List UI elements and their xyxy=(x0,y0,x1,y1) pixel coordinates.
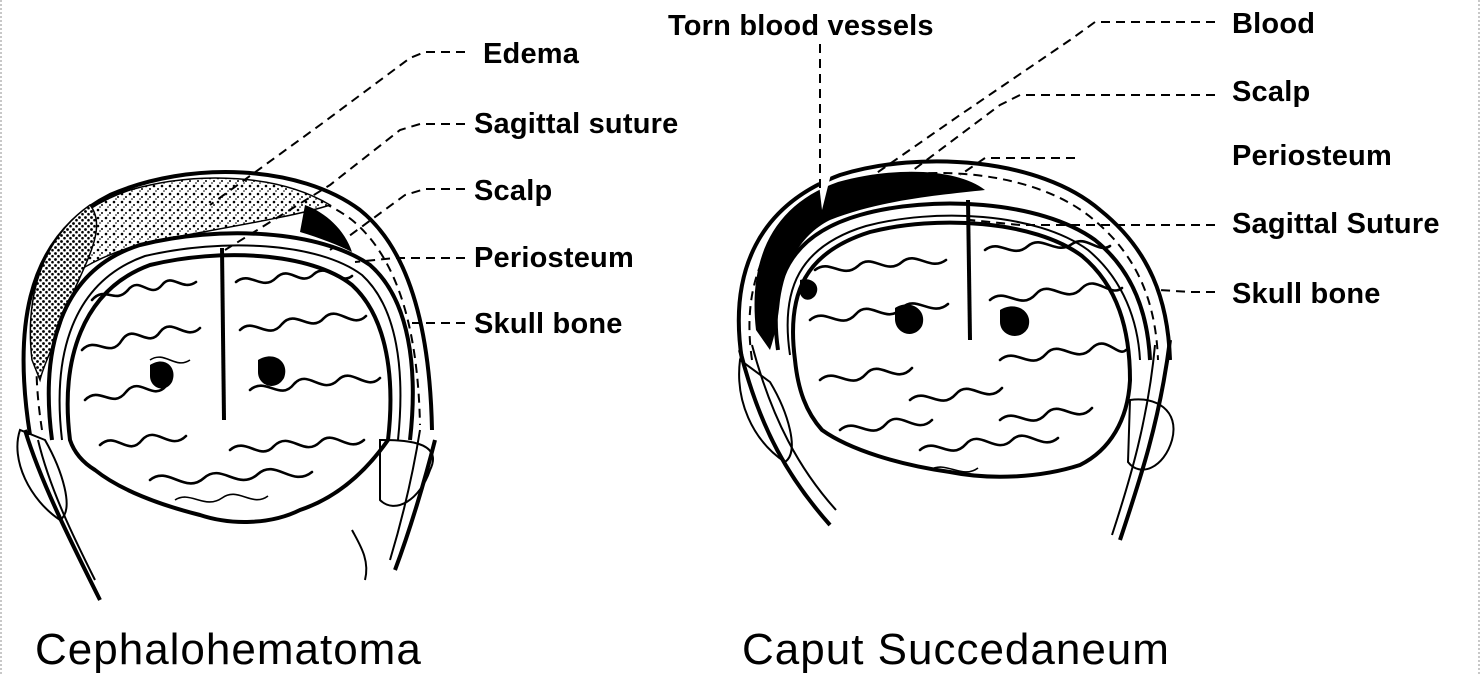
right-skull-outer xyxy=(776,204,1150,360)
label-periosteum-right: Periosteum xyxy=(1232,142,1392,171)
caption-cephalohematoma: Cephalohematoma xyxy=(35,628,422,672)
label-scalp: Scalp xyxy=(474,177,552,206)
leader-skull-bone-right xyxy=(1160,290,1215,292)
left-sagittal-midline xyxy=(222,248,224,420)
right-ventricle-2 xyxy=(1000,306,1029,336)
label-periosteum: Periosteum xyxy=(474,244,634,273)
right-neck-line-left xyxy=(740,350,830,525)
label-blood: Blood xyxy=(1232,10,1315,39)
caption-caput-succedaneum: Caput Succedaneum xyxy=(742,628,1170,672)
label-sagittal-suture-right: Sagittal Suture xyxy=(1232,210,1440,239)
label-edema: Edema xyxy=(483,40,579,69)
label-skull-bone-right: Skull bone xyxy=(1232,280,1381,309)
left-ventricle-2 xyxy=(258,356,285,386)
label-torn-blood-vessels: Torn blood vessels xyxy=(668,12,934,41)
label-sagittal-suture: Sagittal suture xyxy=(474,110,678,139)
left-neck-line-left xyxy=(25,430,100,600)
cephalohematoma-head xyxy=(17,172,435,600)
right-neck-line-right xyxy=(1120,340,1170,540)
caput-head xyxy=(739,161,1174,540)
right-brain-outline xyxy=(793,223,1130,477)
label-scalp-right: Scalp xyxy=(1232,78,1310,107)
left-skull-outer xyxy=(49,233,413,440)
left-ventricle-1 xyxy=(150,361,173,388)
right-sagittal-midline xyxy=(968,200,970,340)
leader-blood xyxy=(845,22,1215,195)
right-ventricle-1 xyxy=(895,304,923,334)
label-skull-bone: Skull bone xyxy=(474,310,623,339)
leader-periosteum xyxy=(355,258,465,262)
